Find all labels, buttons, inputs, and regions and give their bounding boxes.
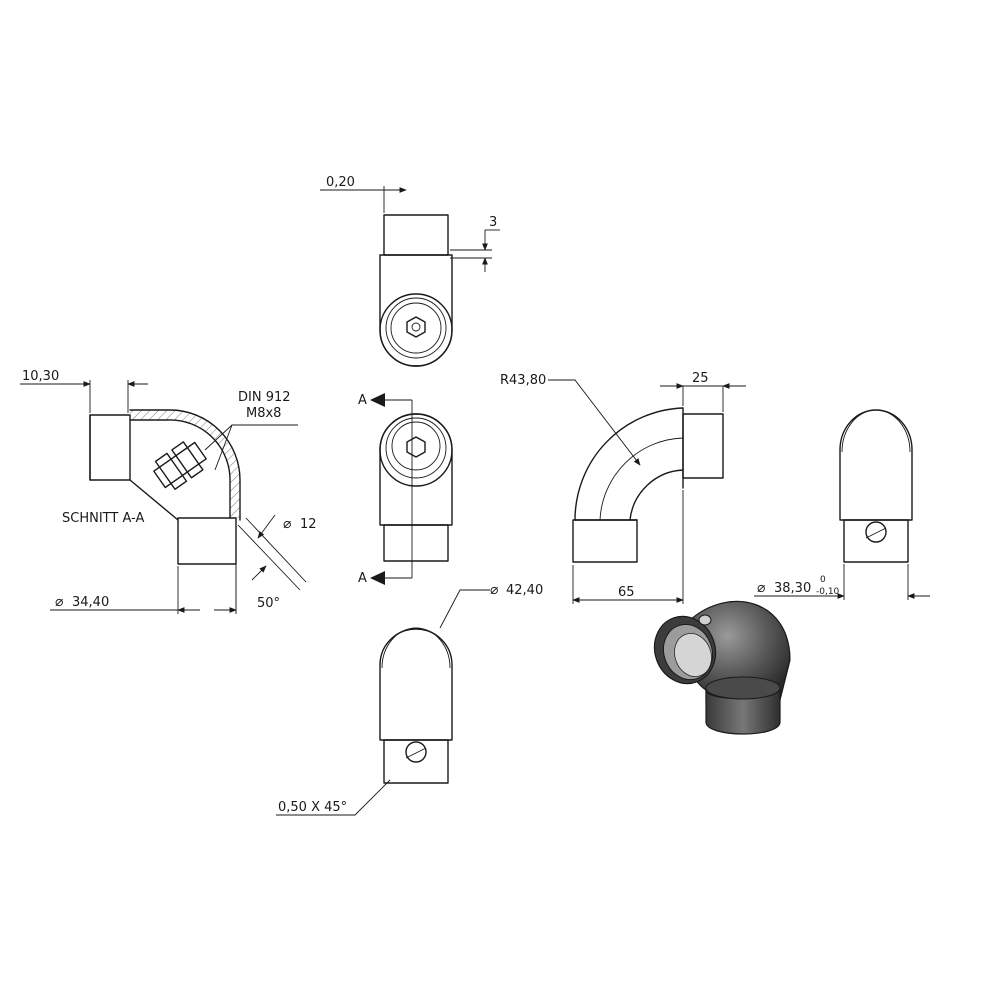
hex-socket-icon xyxy=(406,316,426,338)
top-view xyxy=(320,186,500,367)
screw-size-label: M8x8 xyxy=(246,406,281,421)
dim-sleeve-length: 10,30 xyxy=(22,369,59,384)
isometric-render xyxy=(653,600,791,735)
dim-hole-diameter: 12 xyxy=(300,517,317,532)
side-view xyxy=(548,379,746,604)
middle-view xyxy=(370,393,453,585)
dim-gap-top: 0,20 xyxy=(326,175,355,190)
dim-bend-radius: R43,80 xyxy=(500,373,546,388)
dim-angle: 50° xyxy=(257,596,280,611)
dim-tube-diameter-glyph: ⌀ xyxy=(757,580,766,596)
set-screw-hole-icon xyxy=(405,741,427,763)
screw-standard-label: DIN 912 xyxy=(238,390,291,405)
dim-outer-diameter-large-glyph: ⌀ xyxy=(490,582,499,598)
section-arrow-top-icon xyxy=(370,393,385,407)
end-view xyxy=(754,409,930,600)
dim-chamfer: 0,50 X 45° xyxy=(278,800,347,815)
bottom-view xyxy=(276,589,490,816)
tolerance-upper: 0 xyxy=(820,575,826,585)
dim-tube-diameter: 38,30 xyxy=(774,581,811,596)
dim-step: 3 xyxy=(489,215,497,230)
cut-label-top: A xyxy=(358,393,367,408)
dim-outer-diameter-large: 42,40 xyxy=(506,583,543,598)
section-label: SCHNITT A-A xyxy=(62,511,144,526)
dim-hole-diameter-glyph: ⌀ xyxy=(283,516,292,532)
cut-label-bottom: A xyxy=(358,571,367,586)
dim-overall-width: 65 xyxy=(618,585,635,600)
dim-spigot-length: 25 xyxy=(692,371,709,386)
set-screw-hole-icon-2 xyxy=(865,521,887,543)
dim-outer-diameter-small: 34,40 xyxy=(72,595,109,610)
hex-socket-icon-2 xyxy=(406,436,426,458)
dim-outer-diameter-small-glyph: ⌀ xyxy=(55,594,64,610)
tolerance-lower: -0,10 xyxy=(816,587,840,597)
section-arrow-bottom-icon xyxy=(370,571,385,585)
section-view xyxy=(20,380,307,614)
render-screw-hole-icon xyxy=(698,614,712,626)
